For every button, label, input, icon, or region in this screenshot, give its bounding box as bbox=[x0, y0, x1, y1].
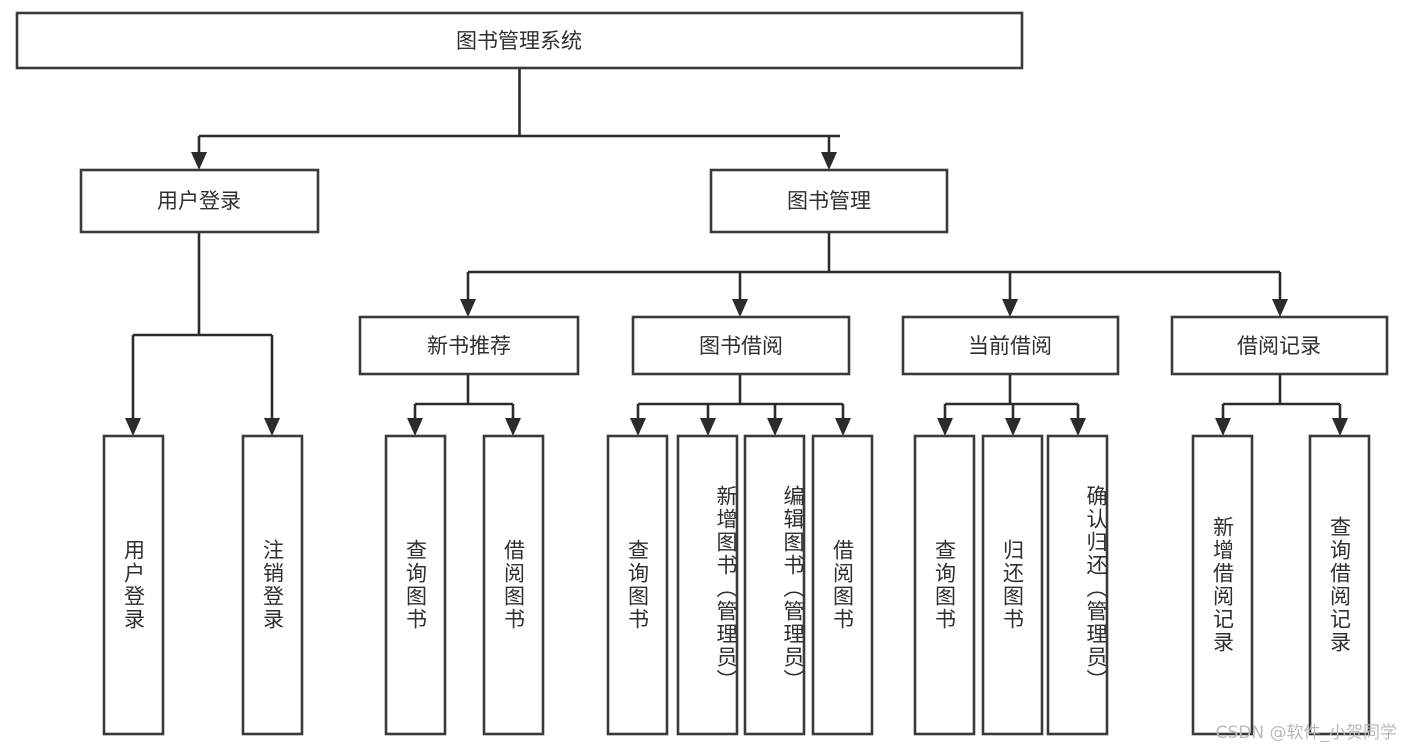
node-box-leaf-return-book[interactable] bbox=[981, 434, 1044, 736]
node-box-leaf-borrow-book-2[interactable] bbox=[811, 434, 874, 736]
arrow-head-user-login bbox=[191, 152, 207, 170]
arrow-head-leaf-logout-login bbox=[264, 418, 280, 436]
node-label-leaf-add-book-admin: 新增图书（管理员） bbox=[714, 484, 738, 692]
node-label-leaf-confirm-return-admin: 确认归还（管理员） bbox=[1084, 484, 1108, 692]
node-label-new-book-recommend: 新书推荐 bbox=[427, 334, 511, 358]
node-box-leaf-query-borrow-record[interactable] bbox=[1308, 434, 1371, 736]
node-label-book-manage: 图书管理 bbox=[787, 189, 871, 213]
arrow-head-book-borrow bbox=[732, 299, 748, 317]
node-label-leaf-return-book: 归还图书 bbox=[1000, 539, 1025, 631]
connector-group-borrow-record bbox=[1215, 374, 1348, 436]
connector-group-book-borrow bbox=[630, 374, 851, 436]
arrow-head-leaf-query-book-3 bbox=[937, 418, 953, 436]
node-box-leaf-query-book-3[interactable] bbox=[913, 434, 976, 736]
arrow-head-leaf-edit-book-admin bbox=[767, 418, 783, 436]
node-label-leaf-query-book-2: 查询图书 bbox=[625, 539, 650, 631]
connector-group-new-book-recommend bbox=[407, 374, 521, 436]
node-label-leaf-borrow-book-1: 借阅图书 bbox=[501, 539, 526, 631]
node-box-book-borrow[interactable] bbox=[631, 315, 851, 376]
node-box-leaf-borrow-book-1[interactable] bbox=[482, 434, 545, 736]
arrow-head-leaf-borrow-book-1 bbox=[505, 418, 521, 436]
connector-group-book-manage bbox=[460, 232, 1288, 317]
node-label-book-borrow: 图书借阅 bbox=[699, 334, 783, 358]
node-label-leaf-query-book-1: 查询图书 bbox=[403, 539, 428, 631]
arrow-head-new-book-recommend bbox=[460, 299, 476, 317]
arrow-head-leaf-query-book-1 bbox=[407, 418, 423, 436]
arrow-head-leaf-query-borrow-record bbox=[1332, 418, 1348, 436]
node-box-leaf-add-borrow-record[interactable] bbox=[1191, 434, 1254, 736]
node-box-book-manage[interactable] bbox=[709, 168, 949, 234]
node-label-leaf-logout-login: 注销登录 bbox=[260, 539, 285, 631]
arrow-head-current-borrow bbox=[1002, 299, 1018, 317]
node-label-leaf-borrow-book-2: 借阅图书 bbox=[830, 539, 855, 631]
arrow-head-leaf-add-book-admin bbox=[700, 418, 716, 436]
arrow-head-leaf-borrow-book-2 bbox=[835, 418, 851, 436]
node-box-leaf-add-book-admin[interactable] bbox=[676, 434, 739, 736]
node-label-leaf-add-borrow-record: 新增借阅记录 bbox=[1210, 516, 1235, 654]
node-label-leaf-query-borrow-record: 查询借阅记录 bbox=[1327, 516, 1352, 654]
arrow-head-leaf-add-borrow-record bbox=[1215, 418, 1231, 436]
node-label-current-borrow: 当前借阅 bbox=[968, 334, 1052, 358]
node-box-leaf-user-login[interactable] bbox=[102, 434, 165, 736]
node-box-current-borrow[interactable] bbox=[901, 315, 1120, 376]
arrow-head-leaf-return-book bbox=[1005, 418, 1021, 436]
arrow-head-book-manage bbox=[821, 152, 837, 170]
arrow-head-leaf-user-login bbox=[125, 418, 141, 436]
connector-group-root bbox=[191, 68, 840, 170]
node-box-leaf-query-book-2[interactable] bbox=[606, 434, 669, 736]
node-box-leaf-edit-book-admin[interactable] bbox=[743, 434, 806, 736]
node-label-root: 图书管理系统 bbox=[456, 29, 582, 53]
arrow-head-leaf-query-book-2 bbox=[630, 418, 646, 436]
node-box-new-book-recommend[interactable] bbox=[358, 315, 580, 376]
node-box-borrow-record[interactable] bbox=[1170, 315, 1389, 376]
node-box-leaf-confirm-return-admin[interactable] bbox=[1046, 434, 1109, 736]
arrow-head-borrow-record bbox=[1272, 299, 1288, 317]
connector-group-current-borrow bbox=[937, 374, 1086, 436]
arrow-head-leaf-confirm-return-admin bbox=[1070, 418, 1086, 436]
node-label-leaf-user-login: 用户登录 bbox=[121, 539, 146, 631]
node-box-root[interactable] bbox=[15, 11, 1024, 70]
node-label-leaf-edit-book-admin: 编辑图书（管理员） bbox=[781, 484, 805, 692]
node-label-leaf-query-book-3: 查询图书 bbox=[932, 539, 957, 631]
connector-group-user-login bbox=[125, 232, 280, 436]
node-box-leaf-query-book-1[interactable] bbox=[384, 434, 447, 736]
node-box-leaf-logout-login[interactable] bbox=[241, 434, 304, 736]
node-label-user-login: 用户登录 bbox=[157, 189, 241, 213]
node-box-user-login[interactable] bbox=[79, 168, 320, 234]
node-label-borrow-record: 借阅记录 bbox=[1237, 334, 1321, 358]
